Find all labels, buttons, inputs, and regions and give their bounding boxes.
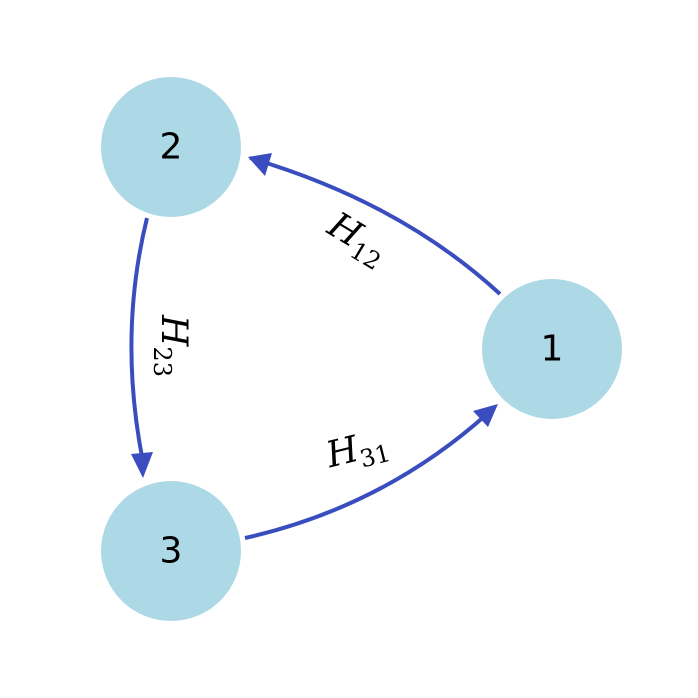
edge-2-to-3-line <box>129 217 149 463</box>
node-1: 1 <box>482 279 622 419</box>
edge-2-to-3-arrowhead <box>131 452 153 478</box>
node-2-circle <box>101 77 241 217</box>
edge-1-to-2-arrowhead <box>248 153 272 176</box>
node-1-circle <box>482 279 622 419</box>
node-3-circle <box>101 481 241 621</box>
node-3: 3 <box>101 481 241 621</box>
edge-2-to-3: H23 <box>129 217 194 478</box>
edge-3-to-1-label-main: H <box>321 429 363 477</box>
node-2-label: 2 <box>160 127 183 168</box>
node-2: 2 <box>101 77 241 217</box>
edge-1-to-2-line <box>249 156 502 296</box>
edge-3-to-1: H31 <box>244 404 498 540</box>
node-3-label: 3 <box>160 531 183 572</box>
edge-1-to-2: H12 <box>248 153 502 296</box>
edge-1-to-2-label: H12 <box>317 204 395 276</box>
edge-3-to-1-label: H31 <box>321 421 393 481</box>
edge-3-to-1-line <box>244 412 489 540</box>
node-1-label: 1 <box>541 329 564 370</box>
edge-2-to-3-label-main: H <box>153 314 194 347</box>
edge-2-to-3-label-sub: 23 <box>148 346 176 377</box>
edge-3-to-1-arrowhead <box>473 404 498 427</box>
edge-3-to-1-label-sub: 31 <box>357 439 393 474</box>
edge-2-to-3-label: H23 <box>148 314 194 377</box>
